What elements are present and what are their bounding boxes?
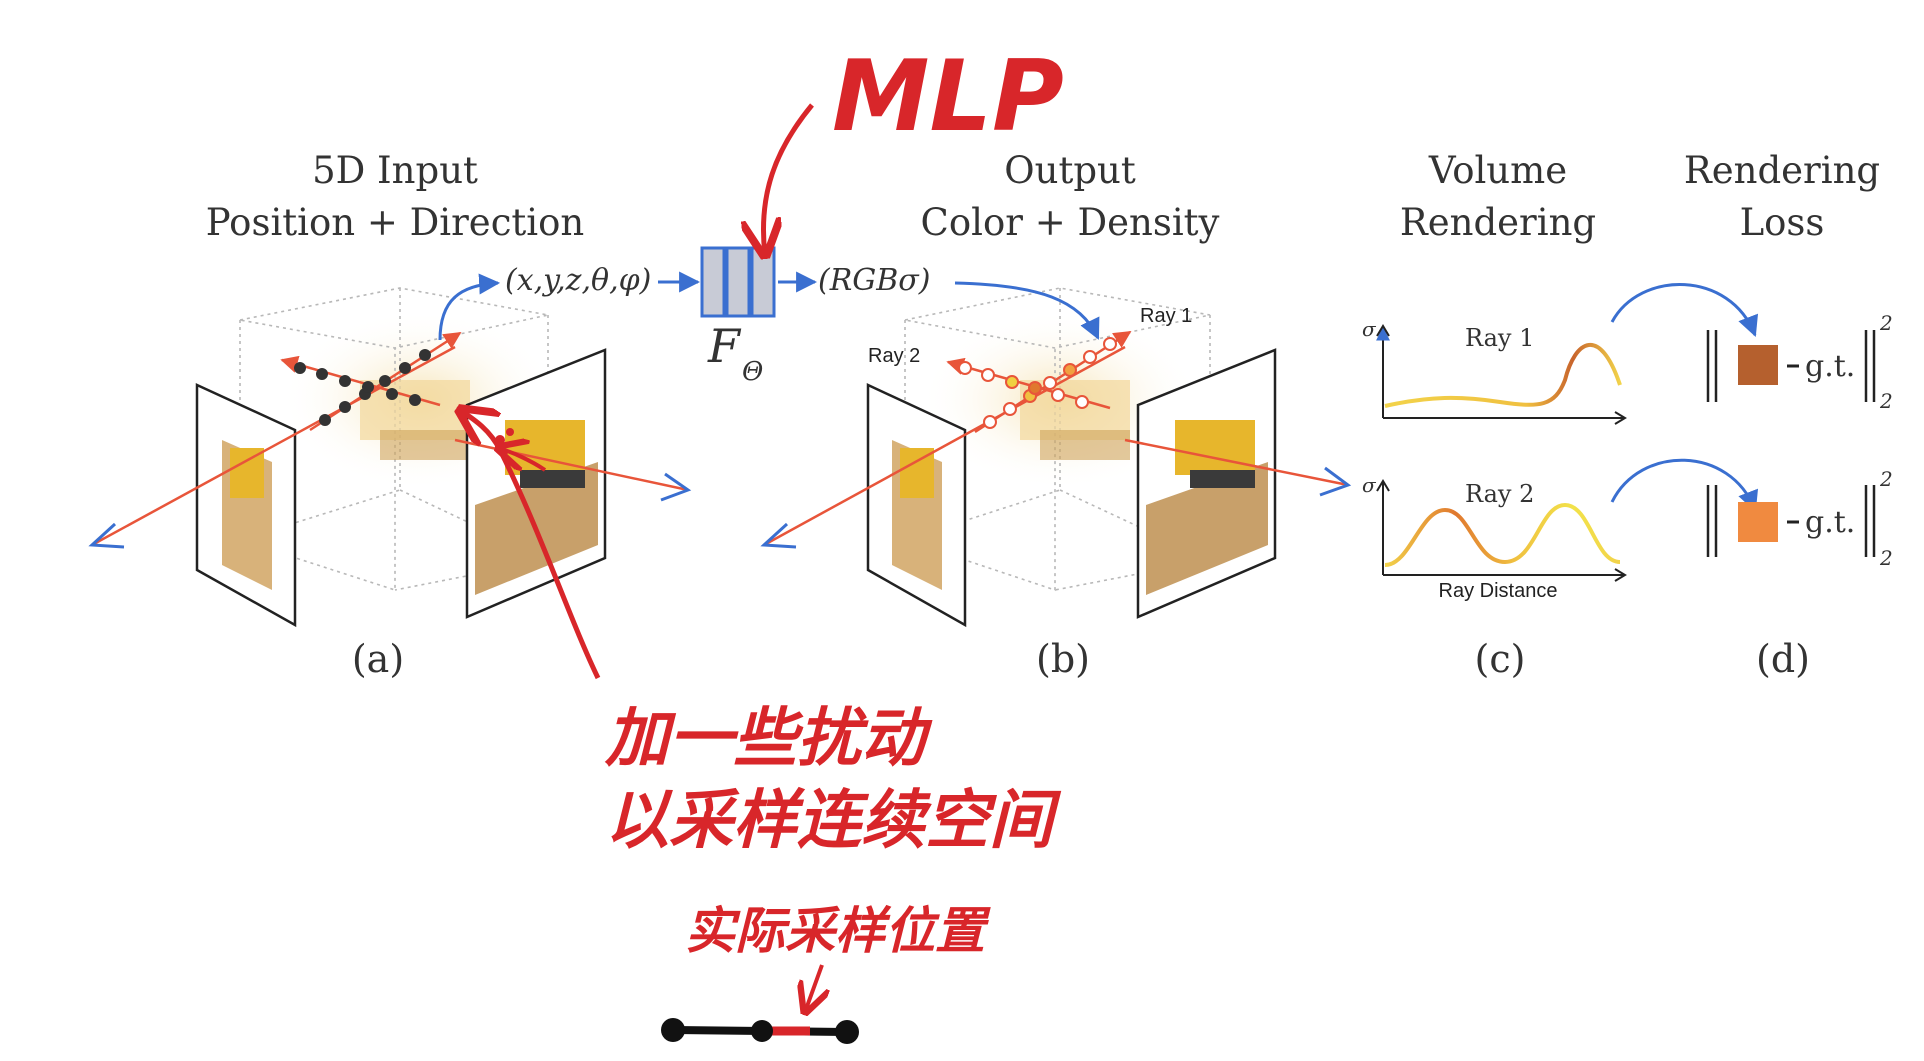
panel-b: Ray 1 Ray 2 (b) (760, 281, 1352, 681)
image-left-dozer-a (230, 448, 264, 498)
ray-long-a-end (88, 522, 125, 549)
sample-interval-mid-dot (751, 1020, 773, 1042)
plot-bottom-y-label: σ (1362, 473, 1377, 497)
annotation-line-1: 加一些扰动 (604, 702, 933, 776)
heading-b-line2: Color + Density (921, 201, 1220, 244)
annotation-line-2: 以采样连续空间 (605, 784, 1062, 858)
density-curve-ray-1 (1384, 343, 1622, 408)
sample-points-a (294, 349, 431, 426)
panel-label-d: (d) (1756, 637, 1810, 681)
heading-d-line1: Rendering (1684, 149, 1880, 192)
bulldozer-sketch-b (1020, 380, 1130, 460)
norm-sup-1: 2 (1879, 311, 1893, 335)
plot-bottom-x-arrow (1614, 568, 1627, 582)
annotation-line-3: 实际采样位置 (685, 902, 991, 960)
ray-long-a (91, 345, 456, 547)
panel-label-a: (a) (352, 637, 404, 681)
image-right-track-a (520, 470, 585, 488)
annotation-mlp-arrow (763, 103, 814, 255)
panel-a: (a) (88, 273, 692, 681)
plot-top-title: Ray 1 (1465, 324, 1534, 352)
heading-a-line1: 5D Input (312, 149, 478, 192)
norm-sub-1: 2 (1879, 389, 1893, 413)
annotation-sample-arrow (805, 964, 822, 1012)
rendered-color-swatch-ray-1 (1738, 345, 1778, 385)
ray-long-b (763, 345, 1126, 547)
density-curve-ray-2 (1384, 502, 1621, 567)
handwritten-annotations: MLP 加一些扰动 以采样连续空间 实际采样位置 (460, 40, 1064, 1044)
ground-truth-label-1: g.t. (1805, 349, 1855, 384)
output-flow-arrow (954, 281, 1100, 340)
annotation-sample-interval (661, 1018, 859, 1044)
sample-interval-right-dot (835, 1020, 859, 1044)
render-arrow-ray-1 (1610, 282, 1758, 337)
norm-sub-2: 2 (1879, 546, 1893, 570)
image-right-dozer-b (1175, 420, 1255, 475)
image-right-ground-b (1146, 462, 1268, 595)
norm-sup-2: 2 (1879, 467, 1893, 491)
network-name: F (707, 319, 742, 373)
plot-top: σ Ray 1 (1362, 317, 1627, 425)
loss-term-ray-1: g.t. 2 2 (1706, 311, 1893, 413)
ray-1-label: Ray 1 (1140, 305, 1192, 327)
heading-b-line1: Output (1004, 149, 1136, 192)
ray-second-a-end (660, 472, 692, 502)
panel-d: g.t. 2 2 g.t. 2 2 (d) (1610, 282, 1893, 681)
mlp-layer-2 (725, 246, 751, 318)
heading-c-line1: Volume (1428, 149, 1567, 192)
annotation-mlp: MLP (832, 40, 1064, 154)
heading-c-line2: Rendering (1400, 201, 1596, 244)
sample-points-b (958, 337, 1117, 429)
network-input-label: (x,y,z,θ,φ) (505, 263, 651, 298)
ray-second-b (1124, 438, 1349, 487)
annotation-scribble-points (495, 428, 514, 456)
ray-2-label: Ray 2 (868, 345, 920, 367)
loss-term-ray-2: g.t. 2 2 (1706, 467, 1893, 570)
heading-a-line2: Position + Direction (206, 201, 584, 244)
panel-label-c: (c) (1475, 637, 1526, 681)
sample-interval-left-dot (661, 1018, 685, 1042)
ray-second-b-end (1319, 466, 1352, 497)
image-left-dozer-b (900, 448, 934, 498)
mlp-layer-3 (750, 246, 776, 318)
plot-bottom: σ Ray 2 Ray Distance (1362, 473, 1627, 602)
heading-d-line2: Loss (1740, 201, 1825, 244)
annotation-perturb-arrow (460, 410, 601, 680)
input-flow-arrow (438, 273, 501, 341)
panel-label-b: (b) (1036, 637, 1090, 681)
render-arrow-ray-2 (1610, 458, 1758, 512)
plot-bottom-y-arrow (1376, 479, 1390, 492)
plot-top-x-arrow (1614, 411, 1627, 425)
mlp-block (700, 246, 776, 318)
panel-c: σ Ray 1 σ Ray 2 Ray Distance (c) (1362, 317, 1627, 681)
network-output-label: (RGBσ) (818, 263, 931, 298)
network-subscript: Θ (742, 357, 763, 387)
plot-x-label: Ray Distance (1439, 580, 1558, 602)
mlp-layer-1 (700, 246, 726, 318)
plot-top-y-arrow (1376, 324, 1390, 337)
ray-long-b-end (760, 522, 797, 549)
plot-top-y-label: σ (1362, 317, 1377, 341)
image-right-dozer-a (505, 420, 585, 475)
image-right-track-b (1190, 470, 1255, 488)
ground-truth-label-2: g.t. (1805, 505, 1855, 540)
plot-bottom-title: Ray 2 (1465, 480, 1534, 508)
rendered-color-swatch-ray-2 (1738, 502, 1778, 542)
